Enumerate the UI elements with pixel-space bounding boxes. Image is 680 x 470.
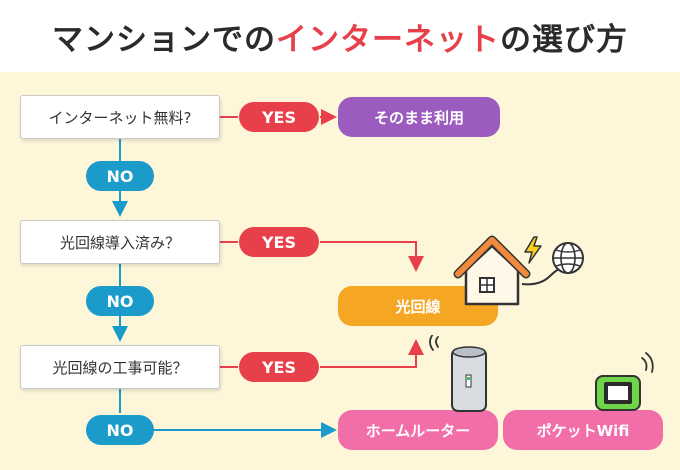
pocket-wifi-icon — [595, 352, 654, 411]
lightning-icon — [524, 236, 542, 264]
no-pill-2: NO — [86, 286, 154, 316]
no-pill-3: NO — [86, 415, 154, 445]
result-pocket-wifi: ポケットWifi — [503, 410, 663, 450]
question-fiber-installed: 光回線導入済み？ — [20, 220, 220, 264]
house-icon — [453, 235, 531, 306]
no-pill-1: NO — [86, 161, 154, 191]
title-part-1: マンションでの — [52, 21, 276, 58]
yes-pill-1: YES — [239, 102, 319, 132]
title-part-2: の選び方 — [500, 21, 628, 58]
page-title: マンションでのインターネットの選び方 — [0, 0, 680, 72]
result-as-is: そのまま利用 — [338, 97, 500, 137]
home-router-icon — [429, 335, 487, 412]
globe-icon — [552, 242, 584, 274]
yes-pill-2: YES — [239, 227, 319, 257]
result-home-router: ホームルーター — [338, 410, 498, 450]
question-free-internet: インターネット無料? — [20, 95, 220, 139]
yes-pill-3: YES — [239, 352, 319, 382]
result-fiber: 光回線 — [338, 286, 498, 326]
title-accent: インターネット — [276, 21, 500, 58]
question-fiber-construction: 光回線の工事可能？ — [20, 345, 220, 389]
